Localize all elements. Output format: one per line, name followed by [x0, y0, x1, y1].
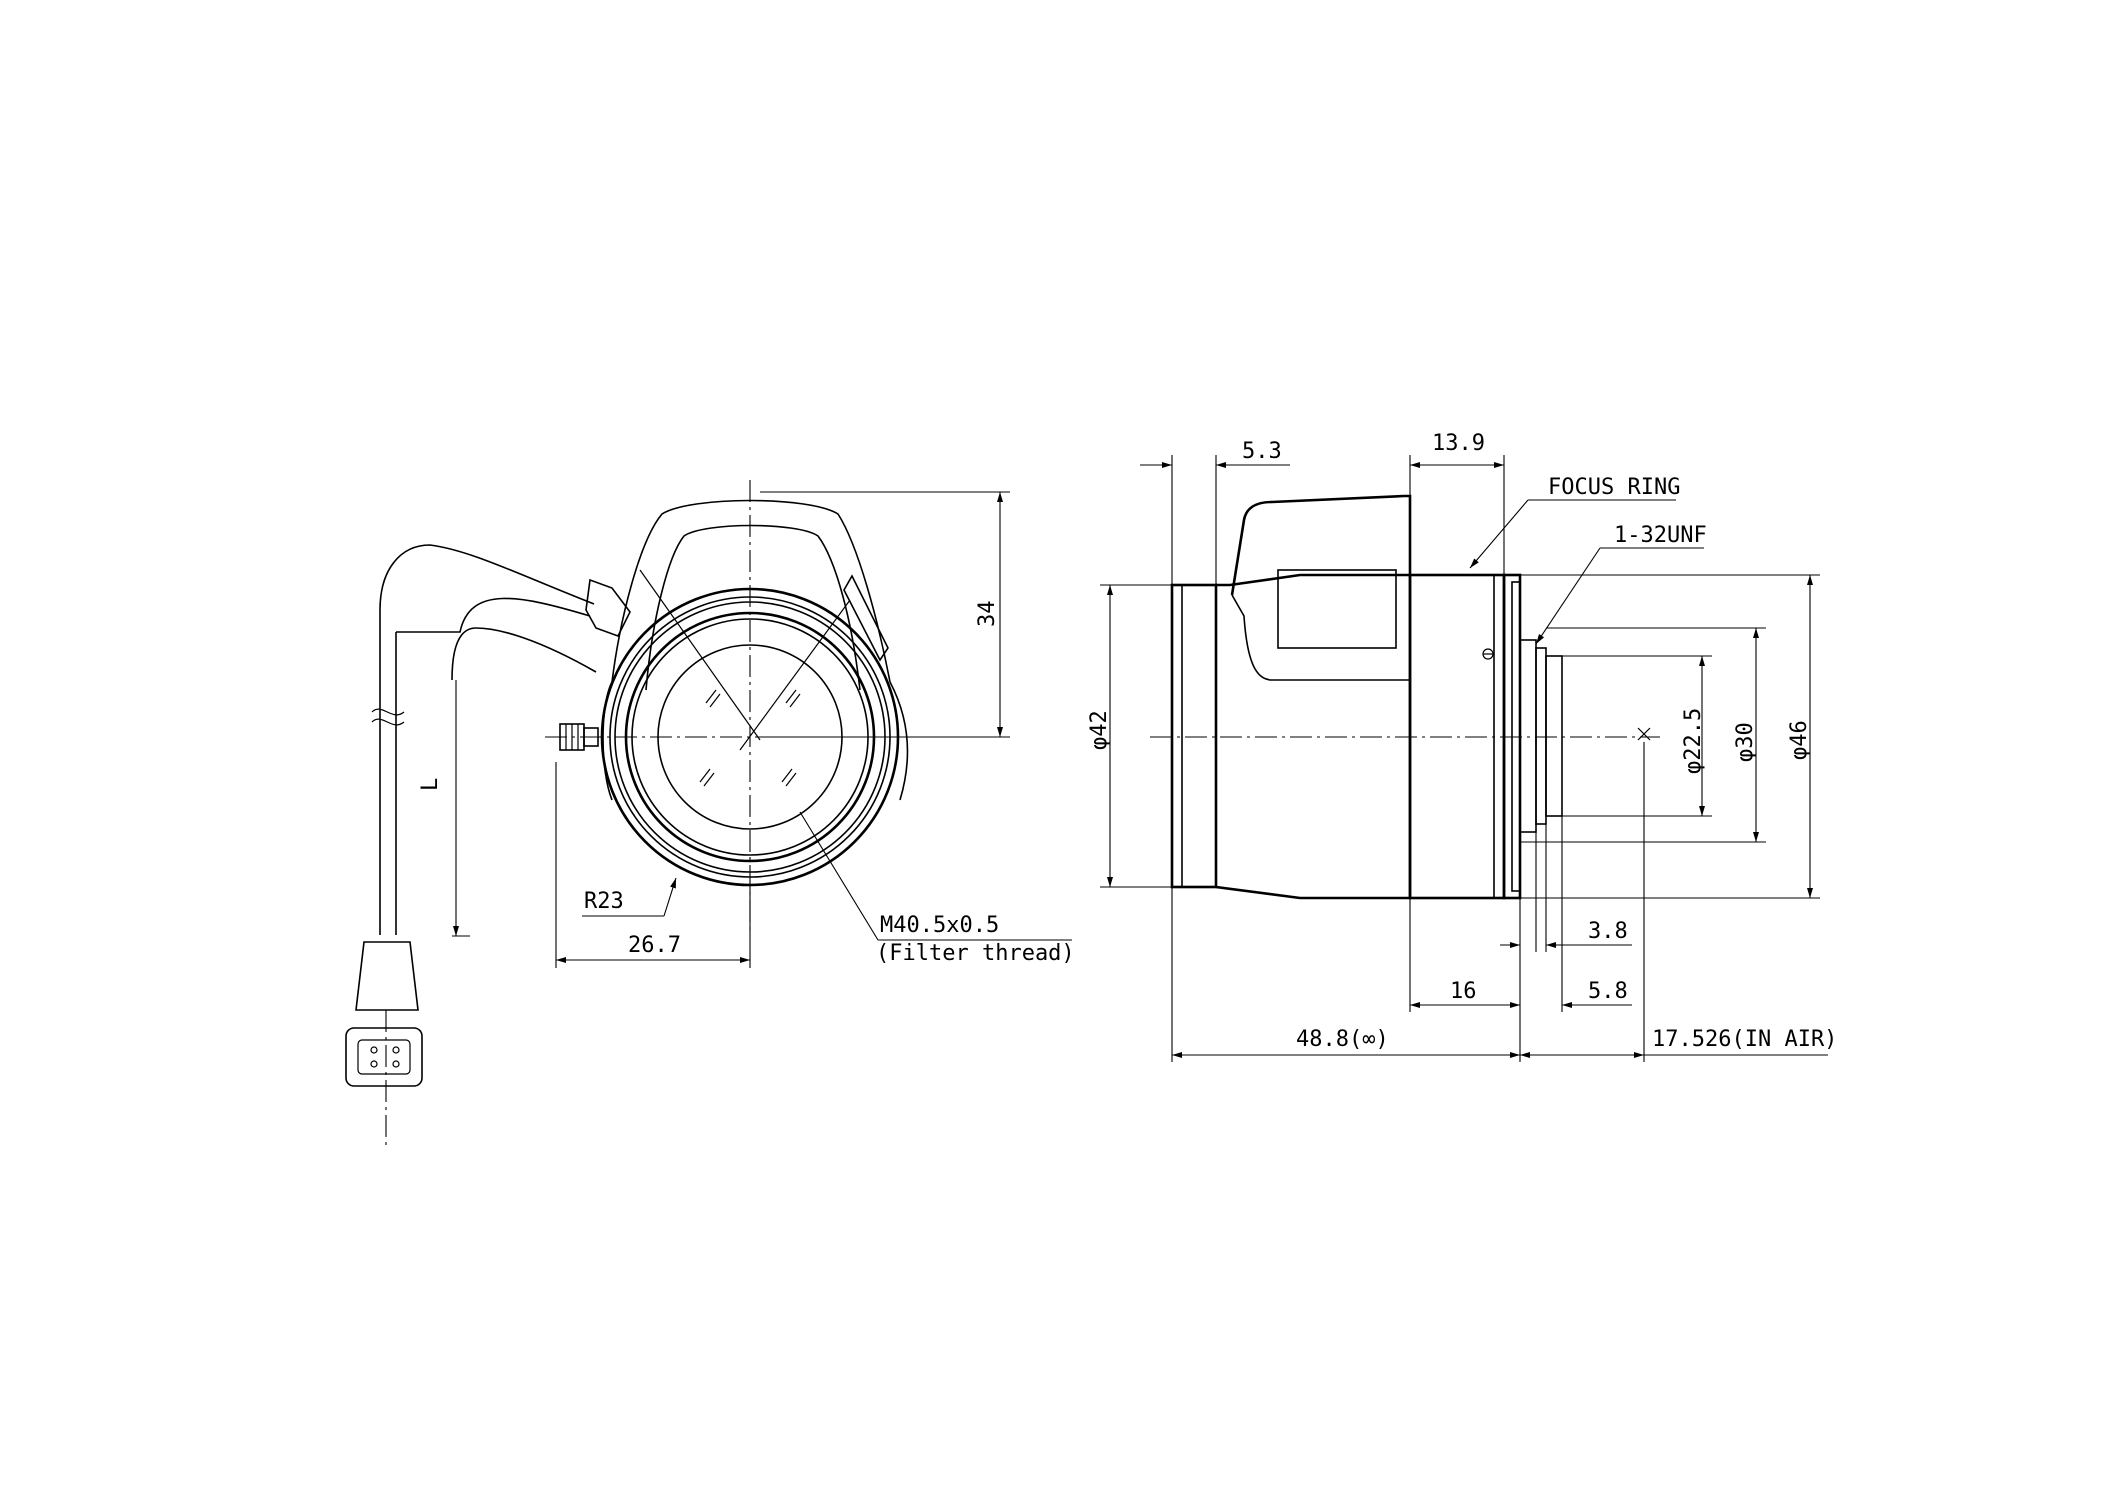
- dim-16-label: 16: [1450, 979, 1477, 1004]
- rear-lens: [1545, 655, 1563, 817]
- iris-motor-housing: [1230, 494, 1412, 596]
- connector-boot: [355, 941, 419, 1011]
- dia-30-label: φ30: [1733, 722, 1758, 762]
- filter-thread-sublabel: (Filter thread): [876, 941, 1075, 966]
- front-view: L 34 26.7 R23 M40.5x0.5 (Filter thread): [345, 480, 1075, 1150]
- c-mount-ring: [1519, 639, 1537, 833]
- dim-48-8-label: 48.8(∞): [1296, 1027, 1389, 1052]
- connector-plug-icon: [345, 1027, 423, 1087]
- iris-housing: [611, 499, 891, 683]
- cable-gland: [585, 578, 631, 637]
- dim-cable-length-label: L: [418, 778, 443, 791]
- iris-clip: [843, 574, 889, 662]
- dim-r23-label: R23: [584, 889, 624, 914]
- dim-13-9-label: 13.9: [1432, 431, 1485, 456]
- cable-assembly: [345, 544, 631, 1150]
- focus-ring-label: FOCUS RING: [1548, 475, 1680, 500]
- dim-34-label: 34: [975, 601, 1000, 628]
- filter-thread-label: M40.5x0.5: [880, 913, 999, 938]
- dim-17-526-label: 17.526(IN AIR): [1652, 1027, 1837, 1052]
- side-view: 5.3 13.9 FOCUS RING 1-32UNF φ42 φ22.5 φ3…: [1087, 431, 1837, 1062]
- front-barrel: [1170, 583, 1218, 889]
- dim-26-7-label: 26.7: [628, 933, 681, 958]
- dim-5-8-label: 5.8: [1588, 979, 1628, 1004]
- mount-thread-label: 1-32UNF: [1614, 523, 1707, 548]
- dim-3-8-label: 3.8: [1588, 919, 1628, 944]
- dia-46-label: φ46: [1787, 720, 1812, 760]
- dia-42-label: φ42: [1087, 710, 1112, 750]
- glass-hatch: [699, 689, 801, 787]
- housing-label-window: [1277, 569, 1397, 649]
- dia-22-5-label: φ22.5: [1681, 708, 1706, 774]
- dim-5-3-label: 5.3: [1242, 439, 1282, 464]
